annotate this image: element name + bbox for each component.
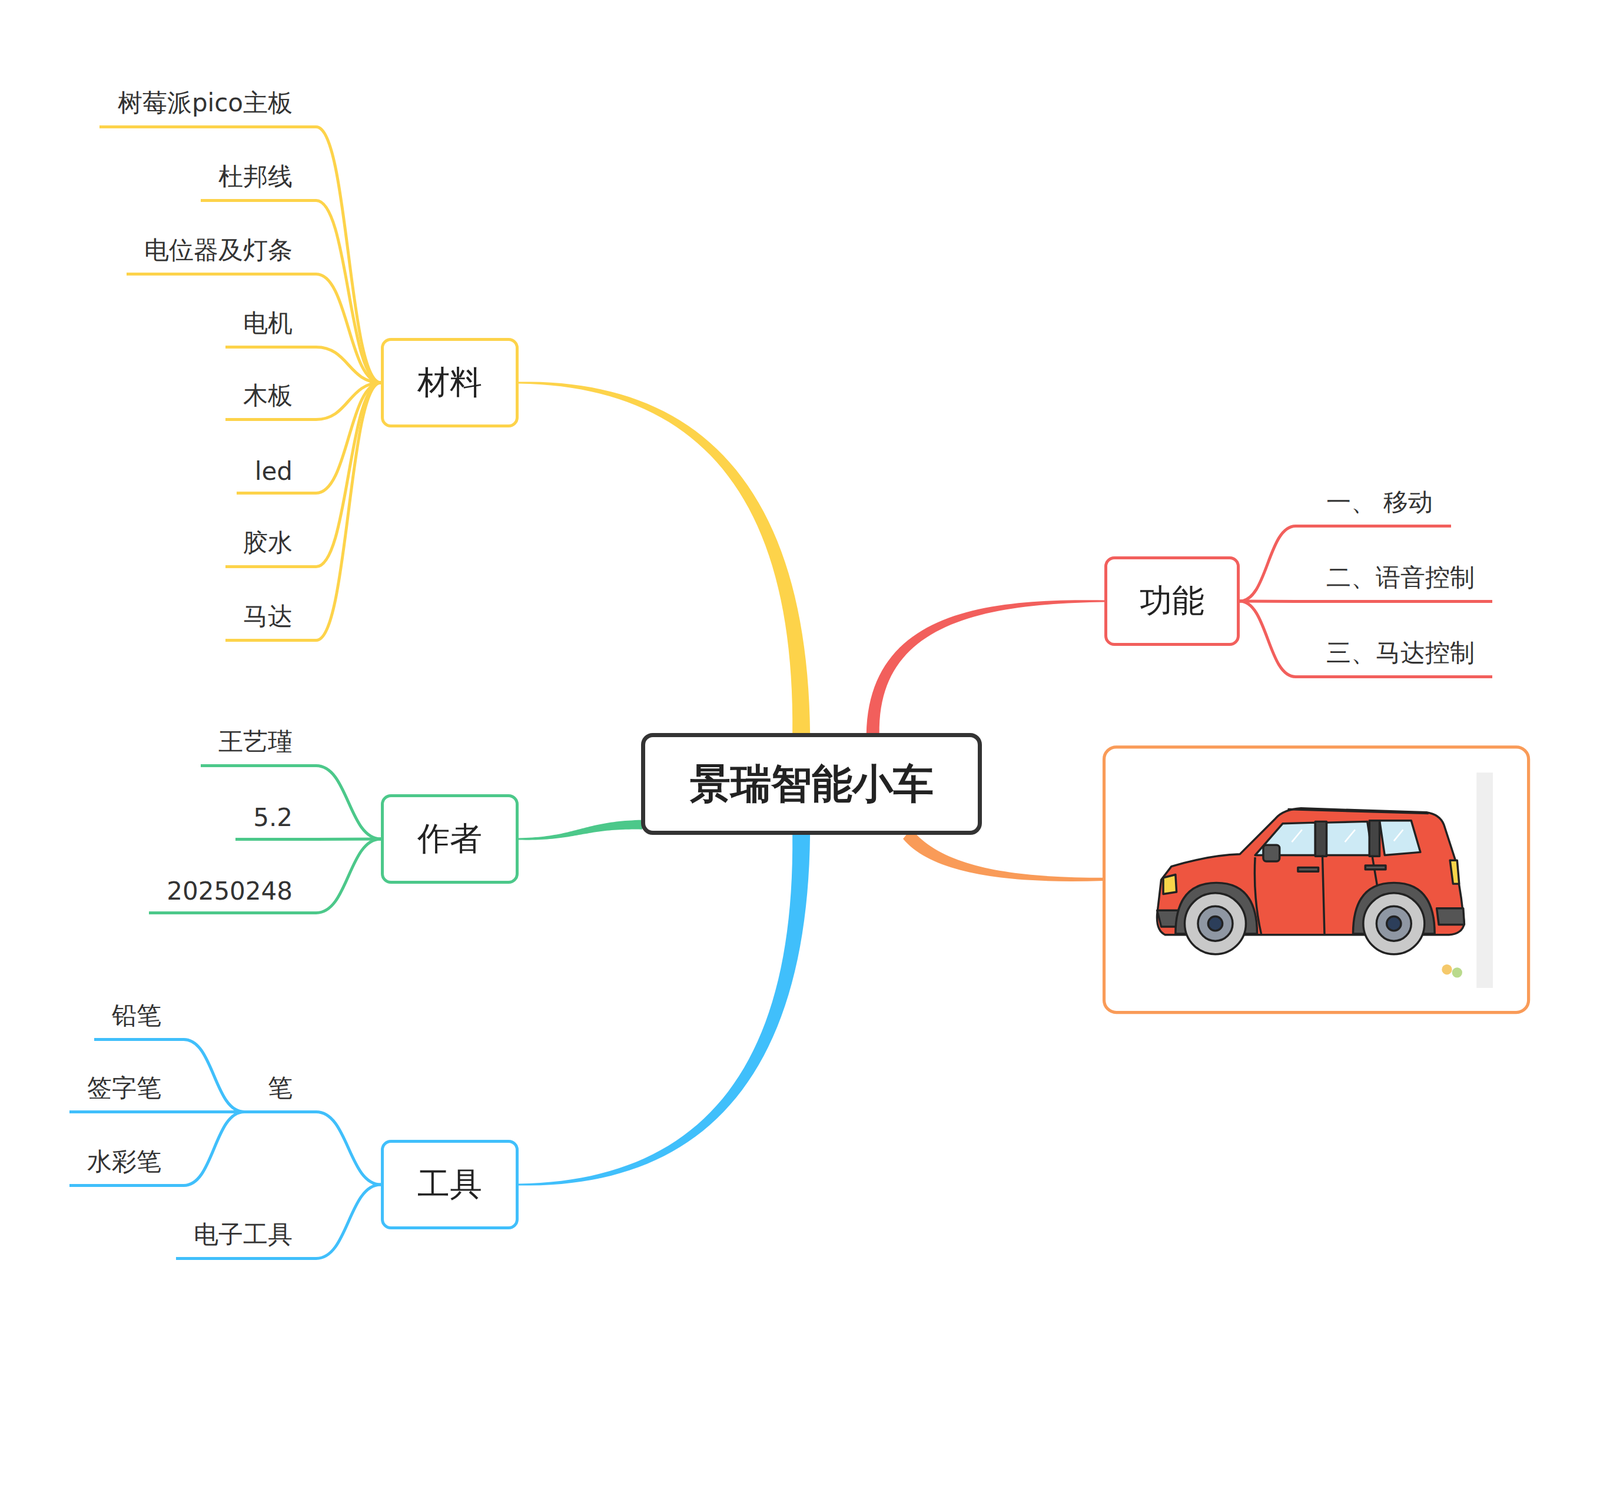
leaf-topic: 5.2 [235,802,317,841]
leaf-topic: 王艺瑾 [200,725,317,768]
leaf-topic: 电位器及灯条 [126,233,317,276]
leaf-topic: 三、马达控制 [1295,636,1493,679]
sub-branch [1239,526,1296,602]
main-branch [518,820,643,841]
main-topic: 功能 [1104,556,1240,646]
watermark-logo [1441,964,1463,978]
main-branch [518,381,811,735]
main-topic: 工具 [380,1139,519,1230]
leaf-label: 电位器及灯条 [144,233,293,267]
picture-frame [1104,747,1529,1013]
sub-branch [316,765,381,840]
sub-branch [316,838,381,914]
sub-branch [316,1184,381,1259]
leaf-label: 马达 [243,599,293,633]
picture-branch [903,828,1104,882]
leaf-topic: 电机 [225,306,317,349]
leaf-label: 树莓派pico主板 [117,86,293,120]
leaf-label: 三、马达控制 [1326,636,1475,670]
leaf-label: led [254,456,293,486]
leaf-topic: 笔 [244,1071,317,1114]
leaf-label: 杜邦线 [218,160,293,194]
topic-label: 材料 [417,360,483,405]
topic-label: 景瑞智能小车 [689,757,934,812]
leaf-topic: 二、语音控制 [1295,561,1493,603]
topic-label: 作者 [417,817,483,861]
leaf-topic: 杜邦线 [200,160,317,202]
leaf-topic: 树莓派pico主板 [99,86,317,129]
main-branch [866,599,1105,735]
leaf-label: 5.2 [253,802,293,832]
sub-branch [316,200,381,384]
leaf-label: 笔 [267,1071,293,1105]
leaf-label: 胶水 [243,526,293,560]
leaf-label: 王艺瑾 [218,725,293,759]
car-illustration [1157,808,1465,955]
leaf-label: 二、语音控制 [1326,561,1475,594]
topic-label: 功能 [1139,579,1205,623]
leaf-label: 水彩笔 [87,1144,162,1178]
topic-label: 工具 [417,1162,483,1207]
leaf-label: 木板 [243,379,293,413]
main-topic: 作者 [380,794,519,884]
sub-branch [1239,601,1296,677]
leaf-topic: 签字笔 [69,1071,184,1114]
main-topic: 材料 [380,337,519,428]
sub-branch [316,382,381,641]
leaf-label: 铅笔 [111,998,162,1032]
leaf-label: 电机 [243,306,293,340]
sub-branch [316,274,381,384]
sub-branch [316,382,381,567]
leaf-topic: 水彩笔 [69,1144,184,1187]
leaf-label: 20250248 [166,876,293,906]
picture-strip [1476,772,1493,988]
leaf-topic: 马达 [225,599,317,642]
leaf-topic: 电子工具 [176,1217,317,1260]
leaf-topic: 胶水 [225,526,317,569]
leaf-label: 电子工具 [193,1217,293,1251]
sub-branch [316,1111,381,1185]
leaf-topic: 铅笔 [94,998,184,1041]
sub-branch [183,1111,245,1186]
main-branch [518,833,811,1186]
central-topic: 景瑞智能小车 [641,732,982,835]
leaf-label: 签字笔 [87,1071,162,1105]
leaf-topic: 一、 移动 [1295,485,1452,528]
leaf-topic: 20250248 [148,876,317,915]
sub-branch [183,1039,245,1112]
leaf-topic: 木板 [225,379,317,421]
sub-branch [316,127,381,384]
leaf-label: 一、 移动 [1326,485,1433,519]
sub-branch [316,347,381,384]
leaf-topic: led [236,456,317,495]
